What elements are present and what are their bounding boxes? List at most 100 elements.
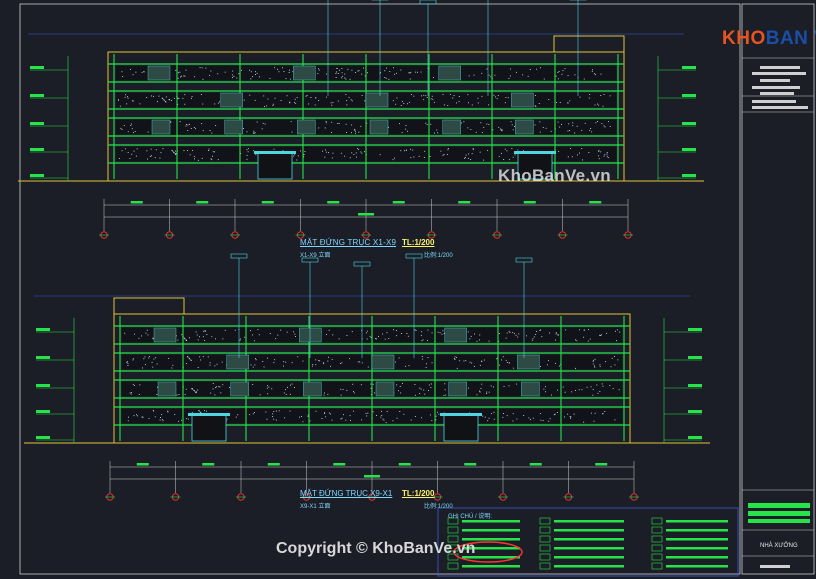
glazing-dot [502, 356, 504, 358]
glazing-dot [400, 69, 402, 71]
glazing-dot [204, 330, 206, 331]
glazing-dot [353, 129, 355, 131]
glazing-dot [512, 129, 514, 131]
facade-panel [147, 65, 171, 81]
glazing-dot [349, 415, 351, 417]
facade-panel [371, 354, 395, 370]
glazing-dot [325, 149, 326, 151]
glazing-dot [389, 71, 391, 72]
glazing-dot [148, 418, 150, 419]
glazing-dot [294, 154, 296, 156]
glazing-dot [217, 159, 219, 161]
glazing-dot [187, 356, 188, 357]
glazing-dot [342, 389, 344, 390]
glazing-dot [308, 103, 310, 105]
glazing-dot [343, 414, 344, 416]
glazing-dot [413, 156, 415, 158]
glazing-dot [232, 70, 234, 72]
glazing-dot [256, 121, 258, 123]
glazing-dot [132, 74, 134, 76]
glazing-dot [539, 121, 541, 123]
level-marker-text [688, 328, 702, 331]
glazing-dot [204, 340, 206, 341]
glazing-dot [215, 125, 217, 126]
glazing-dot [501, 128, 503, 130]
glazing-dot [238, 73, 240, 75]
title-block-frame [741, 3, 815, 575]
glazing-dot [127, 365, 129, 366]
legend-text [666, 538, 728, 541]
glazing-dot [203, 330, 205, 332]
title-block-drawing-name: NHÀ XƯỞNG [760, 543, 798, 549]
glazing-dot [601, 383, 603, 385]
glazing-dot [198, 410, 200, 411]
glazing-dot [600, 335, 601, 336]
glazing-dot [306, 95, 308, 96]
glazing-dot [215, 338, 216, 340]
glazing-dot [593, 359, 595, 361]
glazing-dot [310, 97, 312, 98]
glazing-dot [431, 332, 433, 334]
glazing-dot [617, 359, 619, 361]
glazing-dot [250, 364, 252, 366]
glazing-dot [487, 150, 489, 151]
glazing-dot [163, 99, 165, 101]
glazing-dot [433, 77, 434, 78]
glazing-dot [131, 392, 132, 393]
glazing-dot [427, 357, 429, 358]
glazing-dot [597, 103, 598, 105]
glazing-dot [568, 123, 570, 125]
glazing-dot [178, 394, 180, 395]
glazing-dot [431, 362, 433, 364]
glazing-dot [500, 129, 502, 131]
stair-tower-outline [113, 297, 185, 315]
glazing-dot [514, 333, 515, 335]
glazing-dot [195, 128, 196, 130]
glazing-dot [577, 154, 578, 156]
glazing-dot [252, 366, 254, 368]
glazing-dot [570, 416, 572, 418]
glazing-dot [341, 77, 343, 79]
level-marker-text [36, 328, 50, 331]
glazing-dot [361, 73, 363, 75]
glazing-dot [361, 419, 362, 421]
glazing-dot [355, 132, 356, 134]
glazing-dot [479, 364, 481, 366]
glazing-dot [141, 335, 142, 337]
elevation-bottom-subtitle-scale: 比例:1/200 [424, 504, 453, 510]
glazing-dot [583, 329, 585, 331]
glazing-dot [386, 332, 388, 334]
glazing-dot [345, 78, 347, 80]
glazing-dot [286, 331, 288, 333]
glazing-dot [593, 420, 595, 422]
glazing-dot [481, 132, 483, 134]
legend-text [666, 556, 728, 559]
glazing-dot [121, 71, 123, 73]
glazing-dot [599, 334, 601, 336]
glazing-dot [145, 364, 146, 366]
dimension-text [267, 463, 280, 466]
glazing-dot [275, 410, 277, 412]
glazing-dot [139, 103, 141, 105]
glazing-dot [437, 411, 438, 413]
glazing-dot [511, 148, 513, 150]
glazing-dot [533, 336, 535, 338]
glazing-dot [199, 411, 201, 413]
glazing-dot [481, 95, 483, 97]
glazing-dot [355, 130, 356, 132]
glazing-dot [396, 384, 398, 386]
glazing-dot [579, 329, 580, 331]
glazing-dot [141, 71, 143, 73]
glazing-dot [447, 148, 449, 149]
title-block-text-bar [752, 86, 800, 89]
glazing-dot [160, 152, 162, 154]
facade-panel [303, 381, 322, 397]
glazing-dot [340, 418, 342, 420]
glazing-dot [557, 333, 559, 335]
glazing-dot [133, 385, 135, 386]
glazing-dot [616, 340, 617, 342]
facade-panel [444, 327, 467, 343]
glazing-dot [211, 132, 213, 134]
dimension-text [130, 201, 143, 204]
